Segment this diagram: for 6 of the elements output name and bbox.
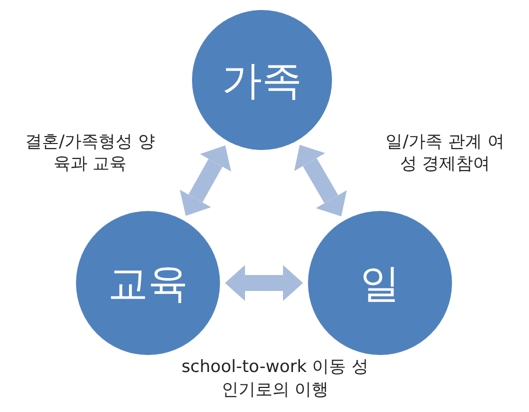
double-arrow xyxy=(294,144,347,216)
topic-circle: 일 xyxy=(308,211,452,355)
double-arrow xyxy=(225,265,303,301)
double-arrow xyxy=(180,145,232,216)
topic-circle: 가족 xyxy=(192,10,332,150)
topic-circle: 교육 xyxy=(76,211,220,355)
